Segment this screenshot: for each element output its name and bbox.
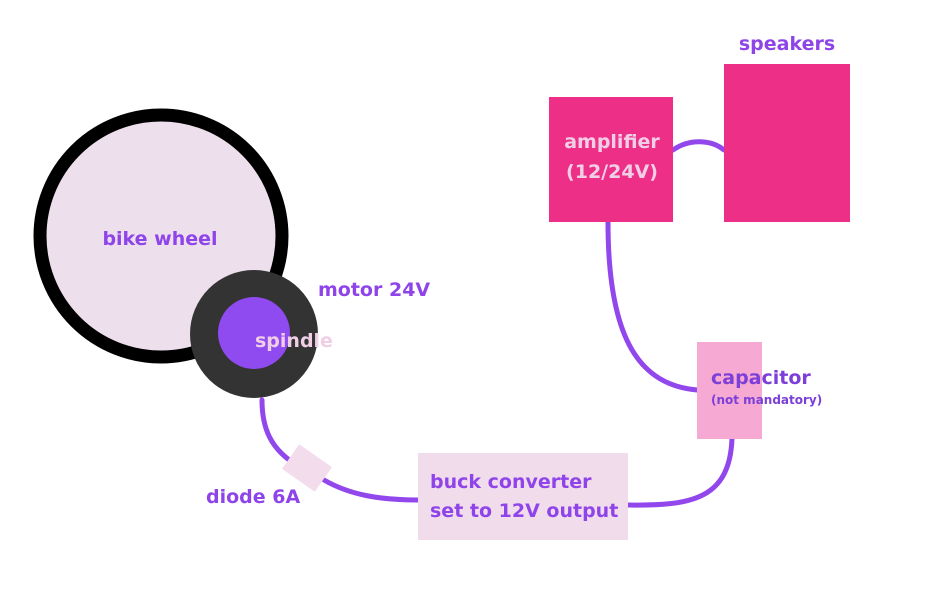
wire-amplifier-to-speakers bbox=[670, 139, 727, 153]
bike-wheel-label: bike wheel bbox=[102, 228, 217, 250]
wire-diode-to-buck bbox=[321, 477, 421, 503]
amplifier-label-line2: (12/24V) bbox=[566, 161, 658, 183]
diode-label: diode 6A bbox=[206, 486, 300, 508]
speakers-box bbox=[724, 64, 850, 222]
amplifier-label-line1: amplifier bbox=[564, 131, 660, 153]
wire-motor-to-diode bbox=[259, 397, 295, 465]
amplifier-box bbox=[549, 97, 673, 222]
motor-label: motor 24V bbox=[318, 279, 430, 301]
wire-capacitor-to-amplifier bbox=[605, 219, 700, 393]
spindle-label: spindle bbox=[255, 330, 333, 352]
diode bbox=[282, 444, 332, 492]
buck-converter-label-line2: set to 12V output bbox=[430, 500, 618, 522]
capacitor-note: (not mandatory) bbox=[711, 393, 822, 407]
buck-converter-box bbox=[418, 453, 628, 540]
capacitor-label: capacitor bbox=[711, 367, 811, 389]
buck-converter-label-line1: buck converter bbox=[430, 471, 592, 493]
spindle bbox=[218, 297, 290, 369]
wire-buck-to-capacitor bbox=[625, 435, 735, 508]
capacitor-box bbox=[697, 342, 762, 439]
speakers-label: speakers bbox=[739, 33, 835, 55]
